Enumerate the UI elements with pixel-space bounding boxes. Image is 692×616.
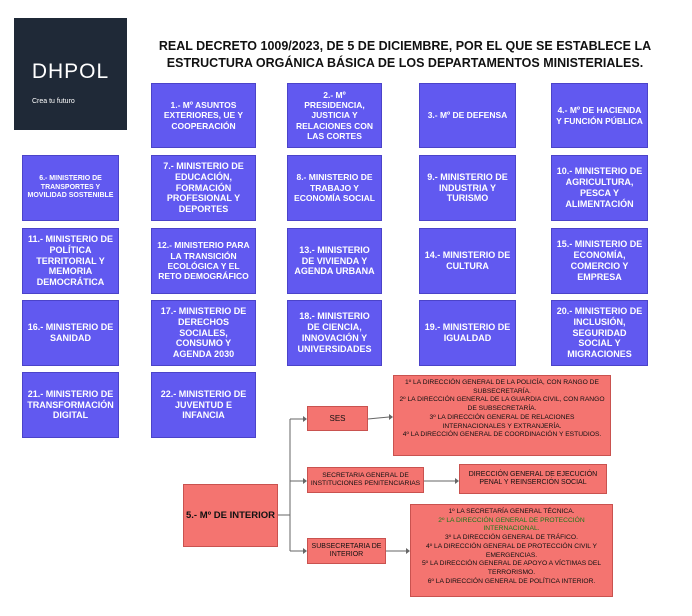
ministry-box-4: 4.- Mº DE HACIENDA Y FUNCIÓN PÚBLICA [551, 83, 648, 148]
ministry-box-14: 14.- MINISTERIO DE CULTURA [419, 228, 516, 294]
ministry-label: 17.- MINISTERIO DE DERECHOS SOCIALES, CO… [160, 305, 247, 360]
logo-brand: DHPOL [31, 60, 110, 83]
ministry-box-10: 10.- MINISTERIO DE AGRICULTURA, PESCA Y … [551, 155, 648, 221]
ministry-box-9: 9.- MINISTERIO DE INDUSTRIA Y TURISMO [419, 155, 516, 221]
ministry-box-8: 8.- MINISTERIO DE TRABAJO Y ECONOMÍA SOC… [287, 155, 382, 221]
ministry-label: 1.- Mº ASUNTOS EXTERIORES, UE Y COOPERAC… [163, 99, 244, 131]
sub-directorate-item: 3º LA DIRECCIÓN GENERAL DE TRÁFICO. [445, 534, 578, 542]
ministry-label: 21.- MINISTERIO DE TRANSFORMACIÓN DIGITA… [27, 388, 114, 421]
sgip-directorate-box: DIRECCIÓN GENERAL DE EJECUCIÓN PENAL Y R… [459, 464, 607, 494]
ministry-label: 5.- Mº DE INTERIOR [186, 509, 275, 521]
ses-directorate-item: 4º LA DIRECCIÓN GENERAL DE COORDINACIÓN … [402, 431, 602, 439]
ministry-label: 22.- MINISTERIO DE JUVENTUD E INFANCIA [160, 388, 247, 421]
ministry-label: 20.- MINISTERIO DE INCLUSIÓN, SEGURIDAD … [556, 305, 643, 360]
logo-tagline: Crea tu futuro [32, 98, 75, 105]
ministry-label: 14.- MINISTERIO DE CULTURA [424, 250, 511, 271]
ministry-box-17: 17.- MINISTERIO DE DERECHOS SOCIALES, CO… [151, 300, 256, 366]
ministry-box-3: 3.- Mº DE DEFENSA [419, 83, 516, 148]
ministry-label: 4.- Mº DE HACIENDA Y FUNCIÓN PÚBLICA [556, 105, 643, 126]
ses-label: SES [329, 413, 346, 423]
ministry-label: 3.- Mº DE DEFENSA [427, 110, 508, 121]
subsecretaria-label: SUBSECRETARIA DE INTERIOR [311, 542, 382, 558]
sub-directorate-item: 6º LA DIRECCIÓN GENERAL DE POLÍTICA INTE… [427, 577, 596, 585]
sub-directorate-item-highlighted: 2º LA DIRECCIÓN GENERAL DE PROTECCIÓN IN… [438, 516, 585, 533]
dhpol-logo: DHPOL Crea tu futuro [14, 18, 127, 130]
ministry-box-7: 7.- MINISTERIO DE EDUCACIÓN, FORMACIÓN P… [151, 155, 256, 221]
ministry-box-21: 21.- MINISTERIO DE TRANSFORMACIÓN DIGITA… [22, 372, 119, 438]
ministry-box-5-interior: 5.- Mº DE INTERIOR [183, 484, 278, 547]
title-line-1: REAL DECRETO 1009/2023, DE 5 DE DICIEMBR… [158, 39, 652, 53]
ministry-box-18: 18.- MINISTERIO DE CIENCIA, INNOVACIÓN Y… [287, 300, 382, 366]
ministry-box-11: 11.- MINISTERIO DE POLÍTICA TERRITORIAL … [22, 228, 119, 294]
sgip-box: SECRETARIA GENERAL DE INSTITUCIONES PENI… [307, 467, 424, 493]
ministry-label: 16.- MINISTERIO DE SANIDAD [27, 322, 114, 343]
ministry-box-20: 20.- MINISTERIO DE INCLUSIÓN, SEGURIDAD … [551, 300, 648, 366]
sub-directorate-item: 4º LA DIRECCIÓN GENERAL DE PROTECCIÓN CI… [426, 542, 597, 559]
ses-directorate-item: 3º LA DIRECCIÓN GENERAL DE RELACIONES IN… [429, 413, 575, 430]
subsecretaria-directorates-box: 1º LA SECRETARÍA GENERAL TÉCNICA. 2º LA … [410, 504, 613, 597]
ministry-label: 9.- MINISTERIO DE INDUSTRIA Y TURISMO [427, 171, 508, 204]
ministry-label: 15.- MINISTERIO DE ECONOMÍA, COMERCIO Y … [556, 239, 643, 282]
ses-directorates-box: 1º LA DIRECCIÓN GENERAL DE LA POLICÍA, C… [393, 375, 611, 456]
ministry-box-12: 12.- MINISTERIO PARA LA TRANSICIÓN ECOLÓ… [151, 228, 256, 294]
ministry-label: 2.- Mº PRESIDENCIA, JUSTICIA Y RELACIONE… [296, 89, 373, 142]
ministry-box-6: 6.- MINISTERIO DE TRANSPORTES Y MOVILIDA… [22, 155, 119, 221]
sgip-label: SECRETARIA GENERAL DE INSTITUCIONES PENI… [310, 471, 421, 487]
ministry-label: 10.- MINISTERIO DE AGRICULTURA, PESCA Y … [556, 166, 643, 209]
ministry-box-2: 2.- Mº PRESIDENCIA, JUSTICIA Y RELACIONE… [287, 83, 382, 148]
ministry-box-22: 22.- MINISTERIO DE JUVENTUD E INFANCIA [151, 372, 256, 438]
subsecretaria-box: SUBSECRETARIA DE INTERIOR [307, 538, 386, 564]
ses-directorate-item: 1º LA DIRECCIÓN GENERAL DE LA POLICÍA, C… [405, 379, 599, 395]
ministry-box-19: 19.- MINISTERIO DE IGUALDAD [419, 300, 516, 366]
sgip-directorate-label: DIRECCIÓN GENERAL DE EJECUCIÓN PENAL Y R… [468, 470, 598, 486]
page-title: REAL DECRETO 1009/2023, DE 5 DE DICIEMBR… [150, 38, 660, 72]
ministry-label: 8.- MINISTERIO DE TRABAJO Y ECONOMÍA SOC… [294, 172, 375, 204]
sub-directorate-item: 1º LA SECRETARÍA GENERAL TÉCNICA. [448, 508, 575, 515]
ministry-label: 13.- MINISTERIO DE VIVIENDA Y AGENDA URB… [294, 244, 375, 277]
ses-box: SES [307, 406, 368, 431]
ministry-box-13: 13.- MINISTERIO DE VIVIENDA Y AGENDA URB… [287, 228, 382, 294]
ministry-label: 18.- MINISTERIO DE CIENCIA, INNOVACIÓN Y… [297, 311, 372, 354]
title-line-2: ESTRUCTURA ORGÁNICA BÁSICA DE LOS DEPART… [166, 56, 644, 70]
ministry-box-15: 15.- MINISTERIO DE ECONOMÍA, COMERCIO Y … [551, 228, 648, 294]
ministry-label: 7.- MINISTERIO DE EDUCACIÓN, FORMACIÓN P… [163, 160, 244, 215]
ministry-label: 12.- MINISTERIO PARA LA TRANSICIÓN ECOLÓ… [157, 240, 250, 282]
ministry-label: 11.- MINISTERIO DE POLÍTICA TERRITORIAL … [27, 233, 114, 288]
ministry-box-1: 1.- Mº ASUNTOS EXTERIORES, UE Y COOPERAC… [151, 83, 256, 148]
ministry-label: 19.- MINISTERIO DE IGUALDAD [424, 322, 511, 343]
ministry-label: 6.- MINISTERIO DE TRANSPORTES Y MOVILIDA… [27, 175, 114, 200]
ministry-box-16: 16.- MINISTERIO DE SANIDAD [22, 300, 119, 366]
ses-directorate-item: 2º LA DIRECCIÓN GENERAL DE LA GUARDIA CI… [399, 396, 605, 413]
sub-directorate-item: 5º LA DIRECCIÓN GENERAL DE APOYO A VÍCTI… [421, 560, 602, 576]
